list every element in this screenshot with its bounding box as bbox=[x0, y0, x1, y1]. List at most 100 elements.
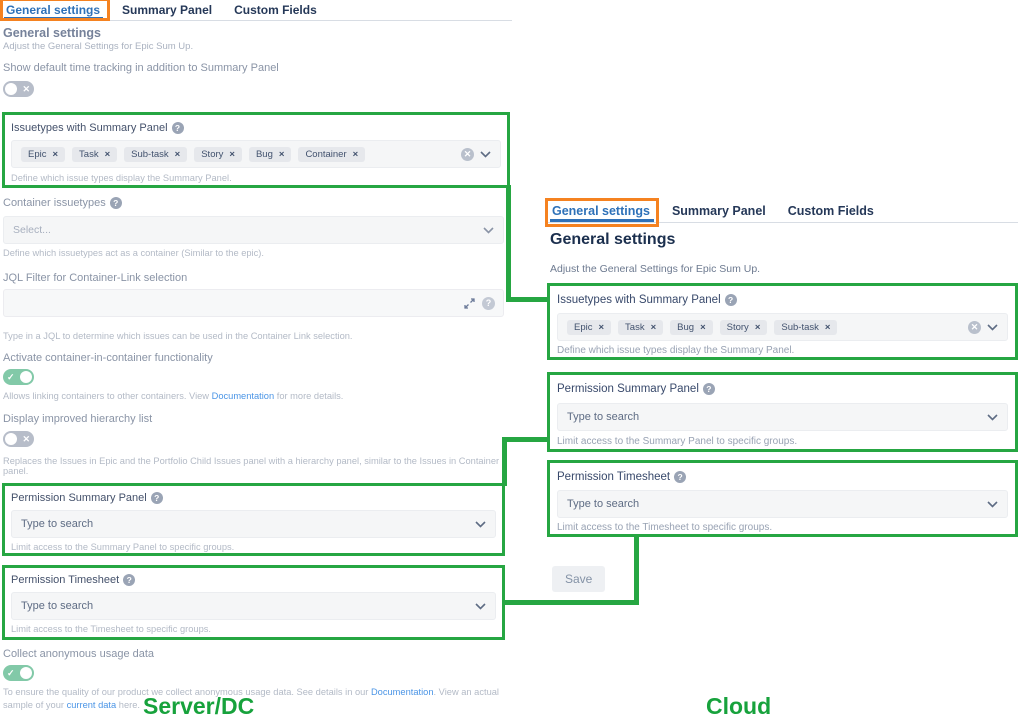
container-issuetypes-help: Define which issuetypes act as a contain… bbox=[3, 248, 264, 258]
help-icon[interactable]: ? bbox=[674, 471, 687, 483]
remove-tag-icon[interactable]: × bbox=[598, 321, 605, 333]
jql-help-icon[interactable]: ? bbox=[482, 296, 495, 310]
issuetype-tag[interactable]: Container× bbox=[298, 146, 366, 162]
help-icon[interactable]: ? bbox=[702, 383, 715, 395]
chevron-down-icon[interactable] bbox=[987, 323, 998, 331]
save-button[interactable]: Save bbox=[552, 566, 606, 592]
issuetype-tag[interactable]: Sub-task× bbox=[124, 146, 188, 162]
help-icon[interactable]: ? bbox=[123, 574, 136, 587]
time-tracking-toggle[interactable]: ✕ bbox=[3, 81, 34, 97]
cloud-permission-timesheet-highlight-box: Permission Timesheet? Type to search Lim… bbox=[547, 460, 1018, 537]
chevron-down-icon[interactable] bbox=[483, 226, 494, 234]
toggle-knob bbox=[5, 83, 17, 95]
documentation-link[interactable]: Documentation bbox=[211, 391, 275, 401]
chevron-down-icon[interactable] bbox=[475, 603, 486, 610]
help-icon[interactable]: ? bbox=[109, 197, 122, 210]
container-issuetypes-label: Container issuetypes? bbox=[3, 197, 122, 210]
issuetype-tag[interactable]: Story× bbox=[719, 319, 768, 335]
select-placeholder: Type to search bbox=[21, 518, 94, 531]
remove-tag-icon[interactable]: × bbox=[52, 148, 59, 160]
server-permission-summary-select[interactable]: Type to search bbox=[11, 510, 496, 539]
server-issuetypes-label-text: Issuetypes with Summary Panel bbox=[11, 122, 168, 134]
server-tab-custom-fields[interactable]: Custom Fields bbox=[234, 3, 317, 17]
cloud-permission-timesheet-label: Permission Timesheet? bbox=[557, 471, 1008, 483]
help-icon[interactable]: ? bbox=[171, 122, 184, 135]
cloud-tab-custom-fields[interactable]: Custom Fields bbox=[787, 204, 874, 218]
issuetype-tag[interactable]: Epic× bbox=[567, 319, 612, 335]
label-text: Permission Summary Panel bbox=[11, 492, 147, 504]
documentation-link[interactable]: Documentation bbox=[370, 687, 434, 697]
cloud-active-tab-underline bbox=[550, 219, 654, 222]
chevron-down-icon[interactable] bbox=[480, 151, 491, 158]
cloud-issuetype-tags: Epic×Task×Bug×Story×Sub-task× bbox=[567, 319, 838, 335]
hierarchy-list-label: Display improved hierarchy list bbox=[3, 413, 153, 425]
cloud-issuetypes-select[interactable]: Epic×Task×Bug×Story×Sub-task× ✕ bbox=[557, 313, 1008, 342]
toggle-off-icon: ✕ bbox=[22, 84, 30, 94]
remove-tag-icon[interactable]: × bbox=[352, 148, 359, 160]
help-icon[interactable]: ? bbox=[724, 294, 737, 306]
select-placeholder: Type to search bbox=[21, 600, 94, 613]
cloud-issuetypes-highlight-box: Issuetypes with Summary Panel? Epic×Task… bbox=[547, 283, 1018, 360]
expand-icon[interactable] bbox=[464, 297, 475, 309]
issuetype-tag[interactable]: Epic× bbox=[21, 146, 66, 162]
issuetype-tag-label: Story bbox=[201, 148, 224, 160]
remove-tag-icon[interactable]: × bbox=[104, 148, 111, 160]
remove-tag-icon[interactable]: × bbox=[824, 321, 831, 333]
issuetype-tag-label: Bug bbox=[677, 321, 695, 333]
issuetype-tag[interactable]: Bug × bbox=[670, 319, 713, 335]
server-page-title: General settings bbox=[3, 26, 101, 40]
server-permission-timesheet-select[interactable]: Type to search bbox=[11, 592, 496, 621]
remove-tag-icon[interactable]: × bbox=[229, 148, 235, 160]
issuetype-tag[interactable]: Task× bbox=[72, 146, 118, 162]
cloud-tab-bar: General settings Summary Panel Custom Fi… bbox=[552, 204, 874, 218]
cloud-tab-divider bbox=[547, 222, 1018, 223]
cloud-tab-summary-panel[interactable]: Summary Panel bbox=[671, 204, 766, 218]
issuetype-tag[interactable]: Sub-task× bbox=[774, 319, 838, 335]
issuetype-tag[interactable]: Bug× bbox=[248, 146, 292, 162]
cloud-platform-label: Cloud bbox=[706, 693, 772, 719]
container-in-container-label: Activate container-in-container function… bbox=[3, 352, 213, 364]
help-icon[interactable]: ? bbox=[150, 492, 163, 505]
container-issuetypes-select[interactable]: Select... bbox=[3, 216, 504, 244]
server-tab-summary-panel[interactable]: Summary Panel bbox=[122, 3, 213, 17]
server-issuetypes-highlight-box: Issuetypes with Summary Panel? Epic× Task… bbox=[2, 112, 510, 188]
server-tab-general-settings[interactable]: General settings bbox=[6, 3, 101, 17]
issuetype-tag[interactable]: Story × bbox=[194, 146, 242, 162]
current-data-link[interactable]: current data bbox=[66, 700, 117, 711]
jql-filter-label: JQL Filter for Container-Link selection bbox=[3, 272, 188, 284]
cloud-permission-summary-highlight-box: Permission Summary Panel? Type to search… bbox=[547, 372, 1018, 452]
server-issuetypes-select[interactable]: Epic×Task×Sub-task×Story×Bug×Container× … bbox=[11, 140, 501, 169]
server-tab-highlight-box bbox=[0, 0, 110, 21]
clear-selection-icon[interactable]: ✕ bbox=[461, 147, 474, 161]
jql-filter-input[interactable]: ? bbox=[3, 289, 504, 317]
chevron-down-icon[interactable] bbox=[987, 500, 998, 508]
toggle-on-icon: ✓ bbox=[7, 668, 15, 678]
issuetype-tag[interactable]: Task× bbox=[618, 319, 664, 335]
usage-data-toggle[interactable]: ✓ bbox=[3, 665, 34, 681]
server-permission-summary-help: Limit access to the Summary Panel to spe… bbox=[11, 542, 235, 553]
clear-selection-icon[interactable]: ✕ bbox=[968, 320, 981, 334]
cloud-permission-summary-help: Limit access to the Summary Panel to spe… bbox=[557, 436, 798, 448]
remove-tag-icon[interactable]: × bbox=[754, 321, 761, 333]
cloud-permission-timesheet-select[interactable]: Type to search bbox=[557, 490, 1008, 519]
hierarchy-list-toggle[interactable]: ✕ bbox=[3, 431, 34, 447]
cloud-permission-summary-label: Permission Summary Panel? bbox=[557, 383, 1008, 395]
server-tab-divider bbox=[0, 20, 512, 21]
remove-tag-icon[interactable]: × bbox=[650, 321, 657, 333]
server-page-subtitle: Adjust the General Settings for Epic Sum… bbox=[3, 41, 194, 52]
usage-data-help: To ensure the quality of our product we … bbox=[3, 686, 513, 713]
chevron-down-icon[interactable] bbox=[987, 413, 998, 421]
connector-timesheet-vertical bbox=[634, 535, 639, 605]
cloud-permission-timesheet-help: Limit access to the Timesheet to specifi… bbox=[557, 522, 773, 534]
chevron-down-icon[interactable] bbox=[475, 521, 486, 528]
server-issuetype-tags: Epic×Task×Sub-task×Story×Bug×Container× bbox=[21, 146, 366, 162]
remove-tag-icon[interactable]: × bbox=[174, 148, 181, 160]
remove-tag-icon[interactable]: × bbox=[278, 148, 285, 160]
cloud-page-subtitle: Adjust the General Settings for Epic Sum… bbox=[550, 263, 761, 275]
remove-tag-icon[interactable]: × bbox=[700, 321, 706, 333]
cloud-permission-summary-select[interactable]: Type to search bbox=[557, 403, 1008, 432]
cloud-tab-general-settings[interactable]: General settings bbox=[552, 204, 650, 218]
container-in-container-toggle[interactable]: ✓ bbox=[3, 369, 34, 385]
jql-filter-help: Type in a JQL to determine which issues … bbox=[3, 331, 353, 341]
